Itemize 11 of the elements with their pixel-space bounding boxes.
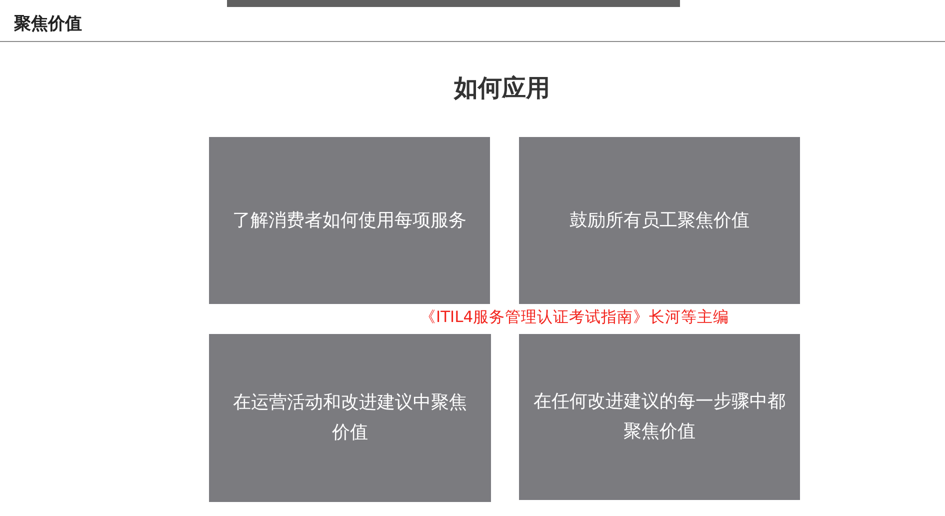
- info-card: [209, 334, 491, 502]
- page-title: 聚焦价值: [14, 13, 82, 35]
- info-card: [519, 334, 800, 500]
- info-card: [209, 137, 490, 304]
- card-text: 鼓励所有员工聚焦价值: [570, 208, 750, 232]
- card-text: 在运营活动和改进建议中聚焦价值: [232, 391, 468, 445]
- section-heading: 如何应用: [454, 73, 550, 103]
- source-note: 《ITIL4服务管理认证考试指南》长河等主编: [420, 307, 730, 327]
- card-text: 在任何改进建议的每一步骤中都聚焦价值: [532, 390, 786, 444]
- info-card: [519, 137, 800, 304]
- card-text: 了解消费者如何使用每项服务: [232, 208, 466, 232]
